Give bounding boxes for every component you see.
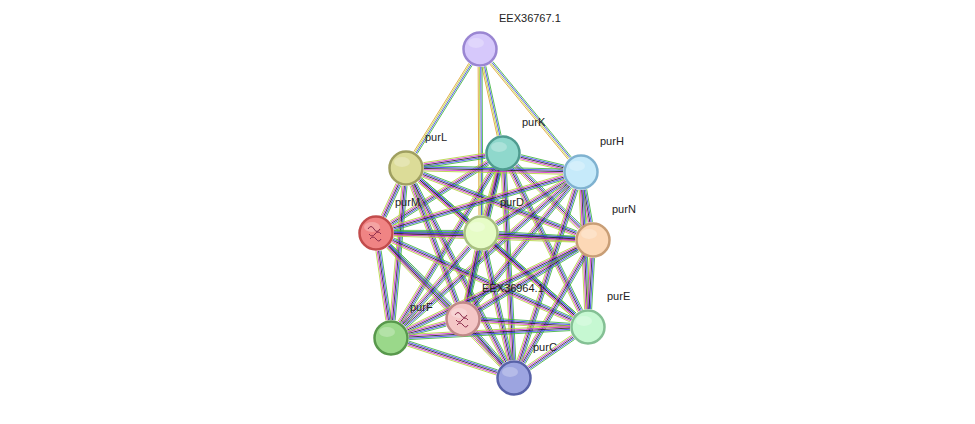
node-circle bbox=[570, 309, 606, 345]
interaction-edge bbox=[490, 62, 571, 160]
protein-node: purE bbox=[570, 309, 606, 345]
node-label: EEX36767.1 bbox=[499, 12, 561, 25]
interaction-edge bbox=[407, 341, 497, 375]
node-label: purD bbox=[500, 196, 524, 209]
node-circle bbox=[445, 301, 481, 337]
interaction-edge bbox=[521, 254, 587, 363]
protein-node: purC bbox=[496, 360, 532, 396]
node-label: EEX36964.1 bbox=[482, 282, 544, 295]
protein-node: EEX36767.1 bbox=[462, 31, 498, 67]
interaction-edge bbox=[376, 250, 391, 320]
node-circle bbox=[373, 320, 409, 356]
protein-node: purF bbox=[373, 320, 409, 356]
node-label: purM bbox=[395, 196, 420, 209]
protein-node: purD bbox=[463, 215, 499, 251]
node-label: purE bbox=[607, 290, 630, 303]
node-circle bbox=[462, 31, 498, 67]
node-label: purF bbox=[410, 301, 433, 314]
interaction-edge bbox=[527, 335, 574, 370]
node-label: purL bbox=[425, 131, 447, 144]
interaction-edge bbox=[586, 258, 594, 309]
interaction-edge bbox=[409, 325, 570, 339]
protein-node: purH bbox=[563, 154, 599, 190]
protein-node: EEX36964.1 bbox=[445, 301, 481, 337]
node-circle bbox=[575, 222, 611, 258]
node-circle bbox=[496, 360, 532, 396]
protein-node: purM bbox=[358, 215, 394, 251]
node-label: purH bbox=[600, 135, 624, 148]
node-circle bbox=[563, 154, 599, 190]
interaction-edge bbox=[499, 232, 575, 242]
protein-node: purK bbox=[485, 135, 521, 171]
node-label: purC bbox=[533, 341, 557, 354]
protein-node: purL bbox=[388, 150, 424, 186]
interaction-edge bbox=[406, 246, 578, 333]
node-circle bbox=[485, 135, 521, 171]
interaction-edge bbox=[481, 318, 570, 329]
interaction-edge bbox=[414, 63, 472, 153]
node-circle bbox=[358, 215, 394, 251]
interaction-edge bbox=[482, 66, 501, 136]
node-label: purN bbox=[612, 203, 636, 216]
node-label: purK bbox=[522, 116, 545, 129]
node-circle bbox=[463, 215, 499, 251]
node-circle bbox=[388, 150, 424, 186]
interaction-edge bbox=[401, 245, 472, 326]
protein-node: purN bbox=[575, 222, 611, 258]
